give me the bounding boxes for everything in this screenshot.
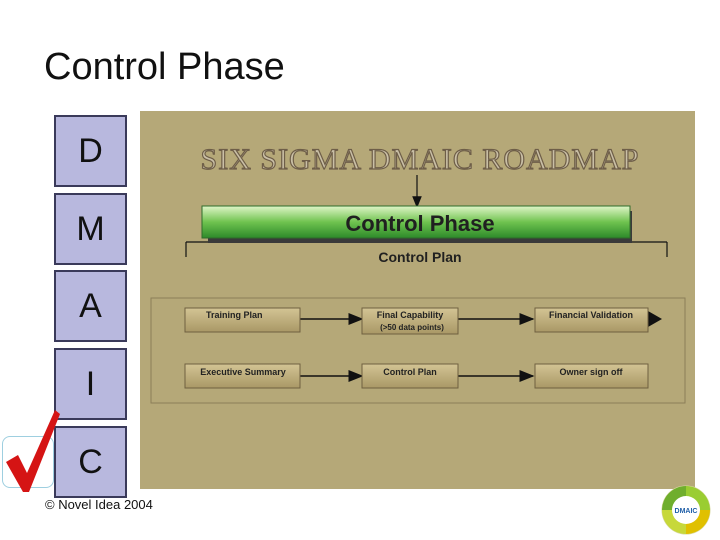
copyright-notice: © Novel Idea 2004 — [45, 497, 153, 512]
activity-control-plan — [361, 363, 459, 389]
dmaic-cycle-logo: DMAIC — [656, 482, 716, 538]
activity-financial-validation — [534, 307, 649, 333]
control-plan-heading: Control Plan — [378, 249, 461, 265]
logo-segment-top-left — [662, 486, 686, 510]
dmaic-step-measure[interactable]: M — [54, 193, 127, 265]
activity-training-plan — [184, 307, 301, 333]
logo-center — [673, 497, 699, 523]
activities-frame — [150, 297, 686, 404]
roadmap-panel: SIX SIGMA DMAIC ROADMAP Control Phase Co… — [140, 111, 695, 489]
logo-segment-top-right — [686, 486, 710, 510]
activity-label-training-plan: Training Plan — [206, 310, 263, 320]
activity-label-final-capability: Final Capability — [377, 310, 444, 320]
activity-label-control-plan: Control Plan — [383, 367, 437, 377]
dmaic-step-control[interactable]: C — [54, 426, 127, 498]
activity-final-capability — [361, 307, 459, 335]
phase-bar-label: Control Phase — [345, 211, 494, 236]
row1-end-arrowhead — [648, 311, 662, 327]
activity-label-financial-validation: Financial Validation — [549, 310, 633, 320]
logo-segment-bottom-right — [686, 510, 710, 534]
activity-note-final-capability: (>50 data points) — [380, 323, 444, 332]
dmaic-step-analyze[interactable]: A — [54, 270, 127, 342]
logo-text: DMAIC — [675, 508, 698, 515]
dmaic-step-define[interactable]: D — [54, 115, 127, 187]
roadmap-title: SIX SIGMA DMAIC ROADMAP — [201, 143, 640, 176]
activity-owner-sign-off — [534, 363, 649, 389]
activity-label-executive-summary: Executive Summary — [200, 367, 286, 377]
dmaic-step-improve[interactable]: I — [54, 348, 127, 420]
activity-label-owner-sign-off: Owner sign off — [560, 367, 624, 377]
logo-segment-bottom-left — [662, 510, 686, 534]
phase-bar — [201, 205, 631, 239]
checkmark-icon — [6, 410, 60, 492]
slide-title: Control Phase — [44, 46, 285, 88]
activity-executive-summary — [184, 363, 301, 389]
